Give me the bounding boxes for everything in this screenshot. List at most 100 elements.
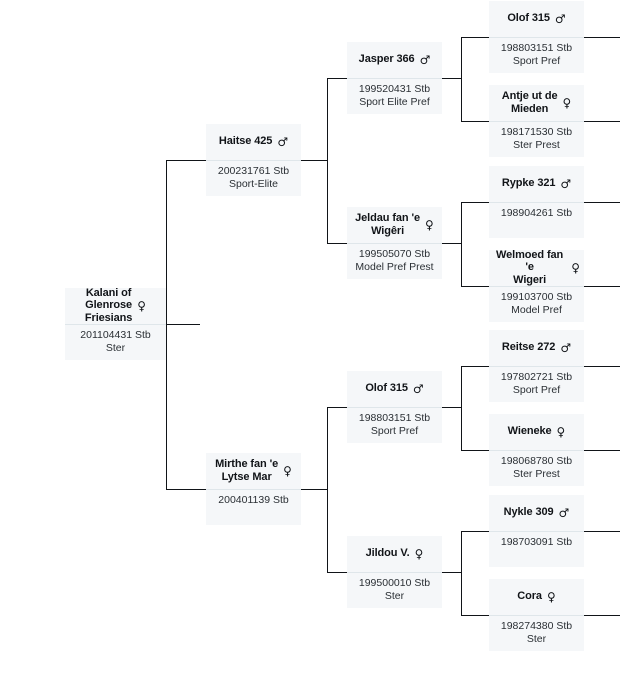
connector-stub-ds-dam [584, 450, 620, 451]
connector-sd-bracket-lower [461, 243, 462, 286]
node-header: Rypke 321 ♂ [489, 166, 584, 203]
pedigree-node-subject[interactable]: Kalani of Glenrose Friesians ♀ 201104431… [65, 288, 166, 360]
connector-to-ds-dam [461, 450, 489, 451]
node-header: Jeldau fan 'e Wigêri ♀ [347, 207, 442, 244]
connector-dam-sire-out [441, 407, 461, 408]
connector-to-sd-sire [461, 202, 489, 203]
sex-symbol-female-icon: ♀ [283, 463, 292, 478]
node-header: Welmoed fan 'e Wigeri ♀ [489, 250, 584, 287]
connector-to-sire-sire [327, 78, 347, 79]
connector-to-ss-sire [461, 37, 489, 38]
pedigree-node-dam-sire[interactable]: Olof 315 ♂ 198803151 Stb Sport Pref [347, 371, 442, 443]
connector-ss-bracket [461, 37, 462, 79]
node-details: 198171530 Stb Ster Prest [500, 126, 573, 151]
connector-to-dam-dam [327, 572, 347, 573]
pedigree-node-sire-sire-sire[interactable]: Olof 315 ♂ 198803151 Stb Sport Pref [489, 1, 584, 73]
connector-parents-bracket-lower [166, 324, 167, 490]
sex-symbol-male-icon: ♂ [560, 340, 572, 355]
node-header: Wieneke ♀ [489, 414, 584, 451]
sex-symbol-male-icon: ♂ [558, 505, 570, 520]
sex-symbol-male-icon: ♂ [277, 134, 289, 149]
connector-stub-ds-sire [584, 366, 620, 367]
connector-stub-sd-dam [584, 286, 620, 287]
node-name: Cora [517, 590, 542, 603]
node-details: 198703091 Stb [500, 536, 573, 548]
node-name: Reitse 272 [501, 341, 556, 354]
connector-sire-out [301, 160, 327, 161]
node-header: Haitse 425 ♂ [206, 124, 301, 161]
pedigree-node-sire[interactable]: Haitse 425 ♂ 200231761 Stb Sport-Elite [206, 124, 301, 196]
pedigree-node-dam[interactable]: Mirthe fan 'e Lytse Mar ♀ 200401139 Stb [206, 453, 301, 525]
connector-to-ss-dam [461, 121, 489, 122]
connector-sire-bracket [327, 78, 328, 161]
node-details: 199520431 Stb Sport Elite Pref [358, 83, 431, 108]
node-header: Kalani of Glenrose Friesians ♀ [65, 288, 166, 325]
connector-stub-dd-dam [584, 615, 620, 616]
node-name: Olof 315 [365, 382, 408, 395]
connector-to-sire-dam [327, 243, 347, 244]
connector-sire-sire-out [441, 78, 461, 79]
node-name: Jasper 366 [358, 53, 415, 66]
node-name: Wieneke [507, 425, 552, 438]
node-header: Cora ♀ [489, 579, 584, 616]
node-header: Nykle 309 ♂ [489, 495, 584, 532]
connector-dam-bracket [327, 407, 328, 490]
node-name: Antje ut de Mieden [501, 90, 558, 115]
node-header: Mirthe fan 'e Lytse Mar ♀ [206, 453, 301, 490]
node-name: Jildou V. [365, 547, 410, 560]
pedigree-node-sire-dam[interactable]: Jeldau fan 'e Wigêri ♀ 199505070 Stb Mod… [347, 207, 442, 279]
pedigree-node-sire-sire-dam[interactable]: Antje ut de Mieden ♀ 198171530 Stb Ster … [489, 85, 584, 157]
pedigree-node-sire-dam-dam[interactable]: Welmoed fan 'e Wigeri ♀ 199103700 Stb Mo… [489, 250, 584, 322]
node-name: Jeldau fan 'e Wigêri [355, 212, 421, 237]
pedigree-node-sire-sire[interactable]: Jasper 366 ♂ 199520431 Stb Sport Elite P… [347, 42, 442, 114]
connector-stub-sd-sire [584, 202, 620, 203]
connector-dam-out [301, 489, 327, 490]
pedigree-node-dam-sire-sire[interactable]: Reitse 272 ♂ 197802721 Stb Sport Pref [489, 330, 584, 402]
pedigree-node-sire-dam-sire[interactable]: Rypke 321 ♂ 198904261 Stb [489, 166, 584, 238]
pedigree-node-dam-dam[interactable]: Jildou V. ♀ 199500010 Stb Ster [347, 536, 442, 608]
sex-symbol-female-icon: ♀ [562, 95, 572, 110]
connector-to-dd-sire [461, 531, 489, 532]
connector-to-dam [166, 489, 206, 490]
node-details: 200401139 Stb [218, 494, 289, 506]
pedigree-node-dam-dam-sire[interactable]: Nykle 309 ♂ 198703091 Stb [489, 495, 584, 567]
connector-subject-to-parents [166, 324, 200, 325]
node-name: Rypke 321 [501, 177, 556, 190]
node-header: Olof 315 ♂ [347, 371, 442, 408]
connector-to-dam-sire [327, 407, 347, 408]
node-header: Antje ut de Mieden ♀ [489, 85, 584, 122]
connector-to-sd-dam [461, 286, 489, 287]
sex-symbol-female-icon: ♀ [414, 546, 424, 561]
connector-dam-dam-out [441, 572, 461, 573]
connector-parents-bracket [166, 160, 167, 325]
pedigree-node-dam-dam-dam[interactable]: Cora ♀ 198274380 Stb Ster [489, 579, 584, 651]
node-details: 199505070 Stb Model Pref Prest [355, 248, 434, 273]
pedigree-node-dam-sire-dam[interactable]: Wieneke ♀ 198068780 Stb Ster Prest [489, 414, 584, 486]
node-details: 199103700 Stb Model Pref [500, 291, 573, 316]
connector-sire-bracket-lower [327, 160, 328, 243]
node-header: Olof 315 ♂ [489, 1, 584, 38]
node-details: 200231761 Stb Sport-Elite [217, 165, 290, 190]
connector-to-ds-sire [461, 366, 489, 367]
sex-symbol-male-icon: ♂ [419, 52, 431, 67]
connector-dam-bracket-lower [327, 489, 328, 572]
node-details: 201104431 Stb Ster [80, 329, 151, 354]
sex-symbol-female-icon: ♀ [571, 260, 580, 275]
node-name: Nykle 309 [503, 506, 554, 519]
sex-symbol-male-icon: ♂ [560, 176, 572, 191]
node-name: Mirthe fan 'e Lytse Mar [215, 458, 279, 483]
sex-symbol-female-icon: ♀ [137, 298, 147, 313]
connector-sire-dam-out [441, 243, 461, 244]
connector-ss-bracket-lower [461, 78, 462, 121]
connector-stub-dd-sire [584, 531, 620, 532]
node-details: 198803151 Stb Sport Pref [500, 42, 573, 67]
connector-to-sire [166, 160, 206, 161]
node-details: 198274380 Stb Ster [500, 620, 573, 645]
node-details: 198904261 Stb [500, 207, 573, 219]
node-header: Jasper 366 ♂ [347, 42, 442, 79]
connector-dd-bracket [461, 531, 462, 573]
connector-ds-bracket-lower [461, 407, 462, 450]
connector-stub-ss-sire [584, 37, 620, 38]
node-header: Jildou V. ♀ [347, 536, 442, 573]
